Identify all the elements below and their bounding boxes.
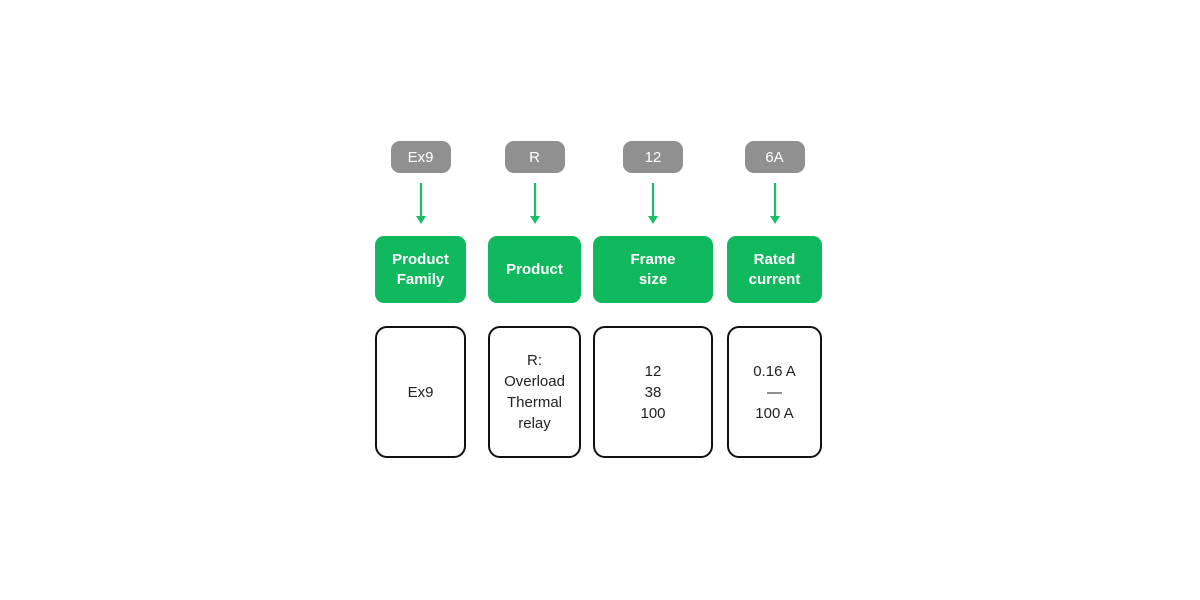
code-pill: Ex9 — [390, 141, 451, 173]
segment-value: 0.16 A — 100 A — [753, 362, 796, 422]
code-pill: 12 — [623, 141, 683, 173]
segment-value: R: Overload Thermal relay — [504, 352, 565, 432]
segment-label: Product Family — [392, 250, 449, 288]
down-arrow-icon — [415, 183, 426, 224]
code-pill: 6A — [744, 141, 805, 173]
segment-label: Rated current — [748, 250, 801, 288]
segment-value-box: 0.16 A — 100 A — [727, 326, 822, 458]
code-pill: R — [504, 141, 565, 173]
segment-value-box: R: Overload Thermal relay — [488, 326, 581, 458]
segment-value: Ex9 — [407, 383, 434, 401]
column-rated-current: 6A Rated current 0.16 A — 100 A — [727, 141, 822, 458]
segment-value-box: Ex9 — [375, 326, 466, 458]
segment-value-box: 12 38 100 — [593, 326, 713, 458]
segment-label-box: Product — [488, 236, 581, 303]
code-pill-label: Ex9 — [407, 148, 434, 166]
segment-label: Product — [506, 260, 563, 278]
segment-label: Frame size — [630, 250, 676, 288]
segment-label-box: Rated current — [727, 236, 822, 303]
segment-label-box: Frame size — [593, 236, 713, 303]
down-arrow-icon — [648, 183, 658, 224]
segment-value: 12 38 100 — [640, 362, 666, 422]
down-arrow-icon — [769, 183, 780, 224]
column-product: R Product R: Overload Thermal relay — [488, 141, 581, 458]
column-frame-size: 12 Frame size 12 38 100 — [593, 141, 713, 458]
code-pill-label: R — [529, 148, 540, 166]
code-pill-label: 12 — [644, 148, 662, 166]
code-pill-label: 6A — [765, 148, 784, 166]
segment-label-box: Product Family — [375, 236, 466, 303]
column-product-family: Ex9 Product Family Ex9 — [375, 141, 466, 458]
down-arrow-icon — [529, 183, 540, 224]
